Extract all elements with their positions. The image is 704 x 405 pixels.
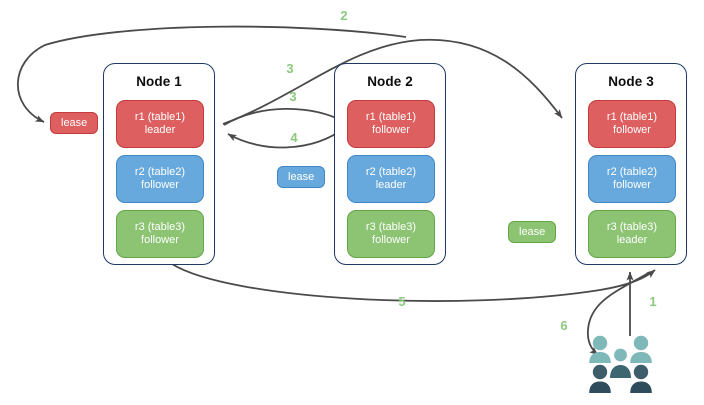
replica-r2[interactable]: r2 (table2) leader	[347, 155, 435, 203]
replica-role: follower	[613, 179, 651, 191]
step-label-5: 5	[398, 294, 406, 309]
replica-r3[interactable]: r3 (table3) follower	[116, 210, 204, 258]
replica-r2[interactable]: r2 (table2) follower	[116, 155, 204, 203]
replica-r3[interactable]: r3 (table3) leader	[588, 210, 676, 258]
replica-role: follower	[141, 234, 179, 246]
lease-label: lease	[288, 171, 315, 183]
step-label-2: 2	[340, 8, 348, 23]
lease-label: lease	[519, 226, 546, 238]
replica-name: r2 (table2)	[365, 165, 417, 178]
replica-role: follower	[372, 124, 410, 136]
replica-name: r3 (table3)	[134, 220, 186, 233]
step-label-4: 4	[290, 130, 298, 145]
lease-label: lease	[61, 117, 88, 129]
step-label-6: 6	[560, 318, 568, 333]
replica-role: leader	[375, 179, 407, 191]
replica-r1[interactable]: r1 (table1) leader	[116, 100, 204, 148]
replica-name: r1 (table1)	[134, 110, 186, 123]
replica-role: follower	[613, 124, 651, 136]
edge-step-3-node2	[223, 107, 346, 126]
replica-role: follower	[141, 179, 179, 191]
node-node3[interactable]: Node 3 r1 (table1) follower r2 (table2) …	[575, 63, 687, 265]
step-label-1: 1	[649, 294, 657, 309]
lease-chip-r3[interactable]: lease	[508, 221, 557, 243]
node-title: Node 1	[136, 74, 182, 89]
lease-chip-r2[interactable]: lease	[277, 166, 326, 188]
replica-r1[interactable]: r1 (table1) follower	[347, 100, 435, 148]
replica-r3[interactable]: r3 (table3) follower	[347, 210, 435, 258]
replica-name: r3 (table3)	[365, 220, 417, 233]
lease-chip-r1[interactable]: lease	[50, 112, 99, 134]
replica-name: r2 (table2)	[606, 165, 658, 178]
edge-step-5	[171, 263, 656, 302]
replica-role: leader	[616, 234, 648, 246]
node-node1[interactable]: Node 1 r1 (table1) leader r2 (table2) fo…	[103, 63, 215, 265]
node-title: Node 2	[367, 74, 413, 89]
replica-name: r2 (table2)	[134, 165, 186, 178]
replica-r2[interactable]: r2 (table2) follower	[588, 155, 676, 203]
replica-name: r1 (table1)	[606, 110, 658, 123]
replica-role: follower	[372, 234, 410, 246]
replica-role: leader	[144, 124, 176, 136]
step-label-3a: 3	[286, 61, 294, 76]
users-icon	[589, 335, 652, 393]
node-title: Node 3	[608, 74, 654, 89]
replica-name: r1 (table1)	[365, 110, 417, 123]
node-node2[interactable]: Node 2 r1 (table1) follower r2 (table2) …	[334, 63, 446, 265]
replica-name: r3 (table3)	[606, 220, 658, 233]
step-label-3b: 3	[289, 89, 297, 104]
replica-r1[interactable]: r1 (table1) follower	[588, 100, 676, 148]
